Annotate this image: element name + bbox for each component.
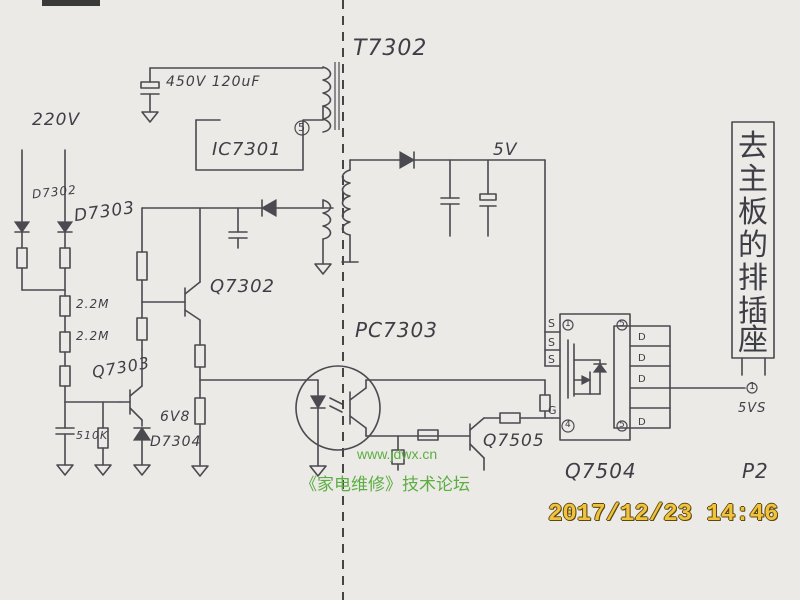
label-r2: 2.2M xyxy=(76,329,110,343)
label-220v: 220V xyxy=(32,110,81,130)
label-p2: P2 xyxy=(742,459,769,483)
label-connector-pin1: 1 xyxy=(749,381,756,392)
bulk-capacitor xyxy=(140,67,324,123)
pin-d1: D xyxy=(638,332,646,343)
connector-title-char-3: 板 xyxy=(738,195,768,230)
q7504-package xyxy=(539,313,746,441)
pin-d3: D xyxy=(638,374,646,385)
label-q7505: Q7505 xyxy=(483,431,545,451)
pin-num5b: 5 xyxy=(619,420,625,430)
label-d7304: D7304 xyxy=(150,434,202,450)
connector-title-char-4: 的 xyxy=(738,228,768,263)
label-5v: 5V xyxy=(493,140,518,160)
label-bulk-cap: 450V 120uF xyxy=(166,74,261,90)
connector-title-char-7: 座 xyxy=(738,323,768,358)
q7303-transistor xyxy=(119,349,143,427)
mains-diodes xyxy=(13,149,74,291)
label-t7302: T7302 xyxy=(353,36,428,61)
connector-p2 xyxy=(731,121,775,394)
startup-resistors xyxy=(59,289,71,403)
transformer-primary xyxy=(322,62,340,133)
pin-d2: D xyxy=(638,353,646,364)
q7505-transistor xyxy=(391,412,553,471)
scan-edge-mark xyxy=(42,0,100,6)
label-ic-pin5: 5 xyxy=(298,121,305,134)
startup-node xyxy=(55,401,121,476)
photo-timestamp: 2017/12/23 14:46 xyxy=(548,501,779,528)
pin-g: G xyxy=(548,404,557,417)
label-5vs: 5VS xyxy=(738,401,767,416)
connector-title-char-6: 插 xyxy=(738,294,768,329)
pin-s1: S xyxy=(548,317,555,330)
label-r1: 2.2M xyxy=(76,297,110,311)
zener-d7304 xyxy=(132,426,152,476)
aux-rectifier xyxy=(228,198,332,275)
q7302-transistor xyxy=(184,207,209,477)
connector-title-char-5: 排 xyxy=(738,261,768,296)
transformer-aux-winding xyxy=(322,199,332,240)
label-ic7301: IC7301 xyxy=(212,139,282,160)
watermark-forum: 《家电维修》技术论坛 xyxy=(300,475,470,494)
transformer-secondary xyxy=(341,159,359,263)
label-510k: 510K xyxy=(76,429,109,442)
connector-title-char-2: 主 xyxy=(738,162,768,197)
pin-num5a: 5 xyxy=(619,319,625,329)
secondary-rectifier xyxy=(349,150,546,333)
label-6v8: 6V8 xyxy=(160,409,191,425)
pin-d4: D xyxy=(638,417,646,428)
ic7301-box xyxy=(195,105,324,171)
label-q7504: Q7504 xyxy=(565,459,637,483)
label-q7302: Q7302 xyxy=(210,276,275,297)
pin-num1: 1 xyxy=(565,319,571,329)
label-pc7303: PC7303 xyxy=(355,318,438,342)
pin-s3: S xyxy=(548,353,555,366)
pin-s2: S xyxy=(548,336,555,349)
pin-num4: 4 xyxy=(565,420,571,430)
connector-title-char-1: 去 xyxy=(738,129,768,164)
watermark-url: www.jdwx.cn xyxy=(357,446,438,462)
